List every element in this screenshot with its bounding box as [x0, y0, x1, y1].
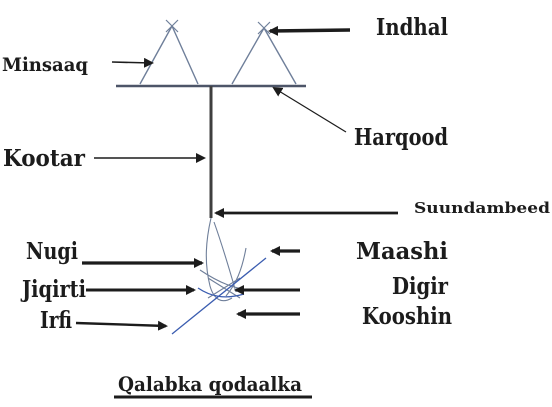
label-maashi: Maashi — [356, 238, 448, 265]
label-minsaaq: Minsaaq — [2, 54, 88, 76]
arrow-irfi — [75, 320, 168, 331]
label-suundambeed: Suundambeed — [414, 199, 551, 217]
label-irfi: Irfi — [40, 307, 72, 334]
share-sketch — [199, 217, 263, 302]
right-handle-grip-icon — [257, 21, 271, 35]
right-handle-shape — [231, 27, 297, 85]
label-indhal: Indhal — [376, 14, 448, 41]
figure-caption: Qalabka qodaalka — [114, 372, 312, 399]
label-kooshin: Kooshin — [362, 303, 452, 330]
caption-text: Qalabka qodaalka — [118, 372, 302, 396]
plough-structure — [116, 19, 306, 335]
label-nugi: Nugi — [26, 238, 78, 265]
part-labels: Indhal Minsaaq Harqood Kootar Suundambee… — [2, 14, 551, 334]
label-kootar: Kootar — [3, 145, 86, 172]
left-handle-shape — [139, 25, 199, 85]
label-jiqirti: Jiqirti — [20, 276, 86, 303]
left-handle-grip-icon — [165, 19, 179, 33]
label-digir: Digir — [392, 273, 449, 300]
pointer-arrows — [75, 25, 398, 331]
blade-sketch — [171, 257, 267, 335]
arrow-minsaaq — [111, 57, 154, 68]
arrow-indhal — [268, 25, 351, 36]
label-harqood: Harqood — [354, 124, 448, 151]
arrow-harqood — [272, 86, 347, 133]
